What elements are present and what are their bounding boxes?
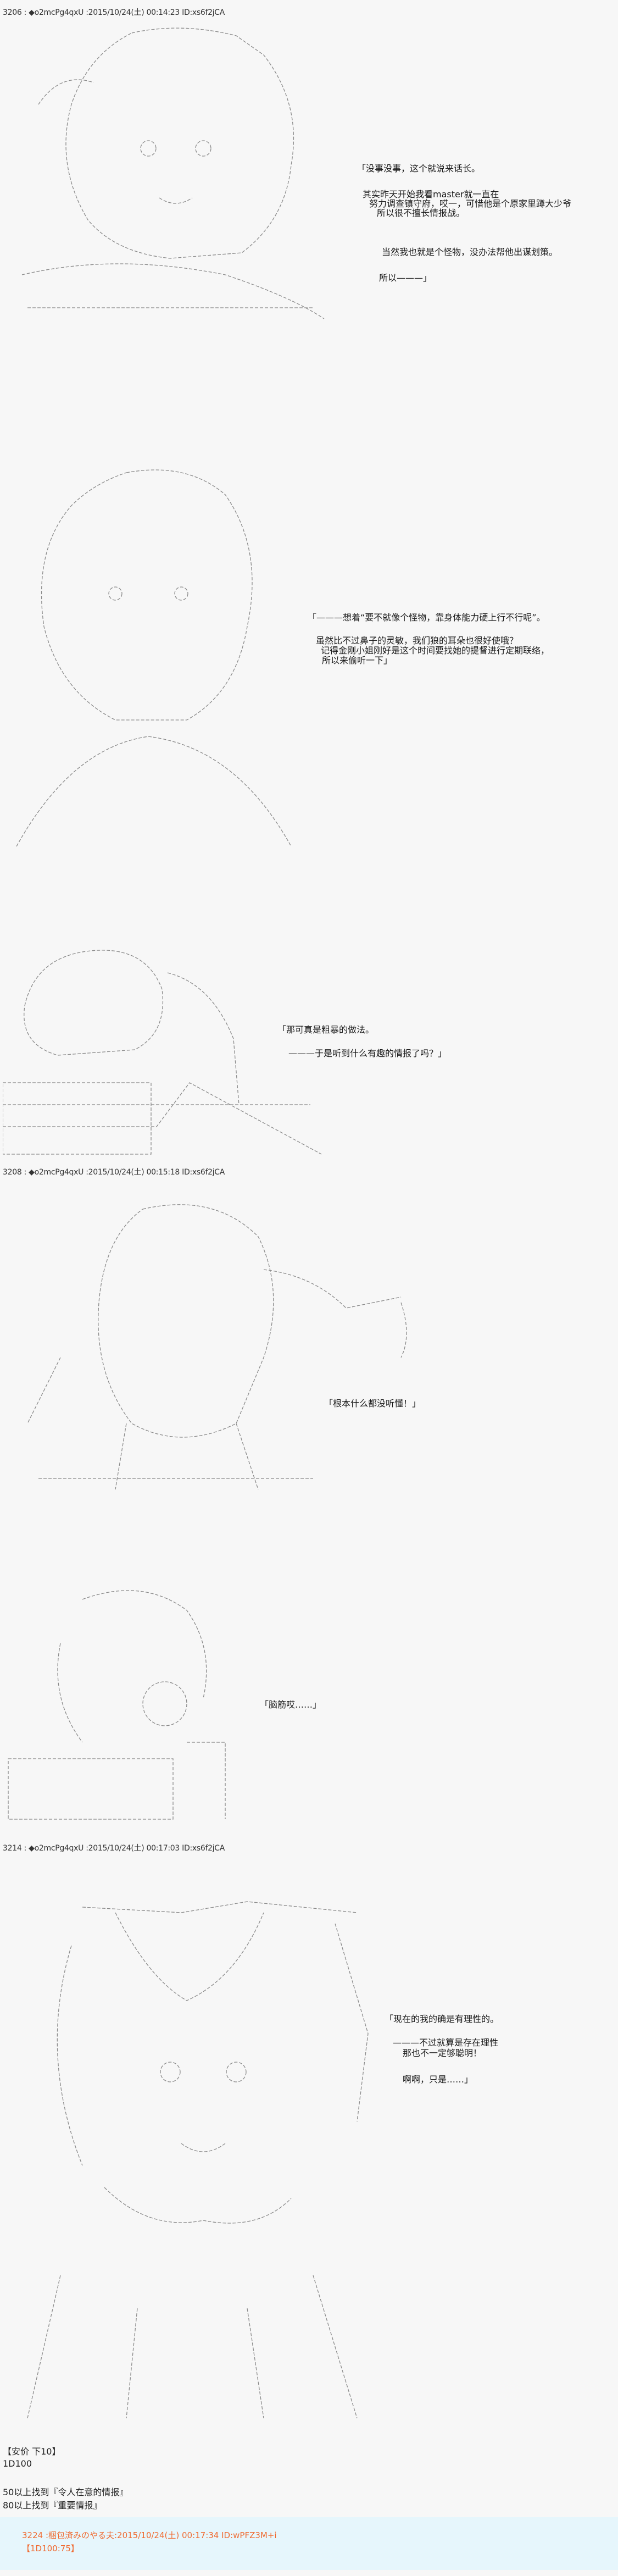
dialogue-line: 「———想着“要不就像个怪物，靠身体能力硬上行不行呢”。 — [308, 612, 545, 623]
dialogue-line: 「脑筋哎……」 — [260, 1699, 322, 1710]
post-header: 3214 : ◆o2mcPg4qxU :2015/10/24(土) 00:17:… — [3, 1844, 225, 1853]
dialogue-line: ———不过就算是存在理性 — [393, 2037, 499, 2048]
anchor-reply — [0, 2517, 618, 2570]
dice-roll: 1D100 — [3, 2458, 32, 2469]
dialogue-line: 「根本什么都没听懂！」 — [324, 1398, 421, 1409]
vote-condition: 50以上找到『令人在意的情报』 — [3, 2487, 129, 2497]
dialogue-line: 当然我也就是个怪物，没办法帮他出谋划策。 — [382, 247, 558, 257]
dialogue-line: 「没事没事，这个就说来话长。 — [357, 163, 481, 174]
ascii-art-character-1 — [5, 22, 346, 330]
dialogue-line: 「现在的我的确是有理性的。 — [385, 2014, 499, 2024]
anchor-reply-header: 3224 :梱包済みのやる夫:2015/10/24(土) 00:17:34 ID… — [22, 2530, 277, 2540]
ascii-art-character-3 — [3, 940, 332, 1160]
ascii-art-character-5 — [5, 1577, 258, 1825]
dialogue-line: ———于是听到什么有趣的情报了吗？」 — [288, 1048, 447, 1059]
dialogue-line: 那也不一定够聪明！ — [403, 2048, 482, 2058]
ascii-art-character-2 — [5, 462, 302, 857]
post-header: 3206 : ◆o2mcPg4qxU :2015/10/24(土) 00:14:… — [3, 8, 225, 17]
dialogue-line: 「那可真是粗暴的做法。 — [277, 1024, 375, 1035]
anchor-reply-body: 【1D100:75】 — [22, 2544, 79, 2553]
dialogue-line: 所以很不擅长情报战。 — [377, 208, 465, 218]
vote-condition: 80以上找到『重要情报』 — [3, 2500, 102, 2511]
dialogue-line: 努力调查镇守府，哎一，可惜他是个原家里蹲大少爷 — [369, 198, 572, 209]
dialogue-line: 其实昨天开始我看master就一直在 — [363, 189, 499, 200]
dialogue-line: 虽然比不过鼻子的灵敏，我们狼的耳朵也很好使哦？ — [316, 635, 519, 646]
post-header: 3208 : ◆o2mcPg4qxU :2015/10/24(土) 00:15:… — [3, 1168, 225, 1177]
dialogue-line: 所以———」 — [379, 273, 432, 283]
ascii-art-character-4 — [5, 1193, 500, 1500]
ascii-art-character-6 — [5, 1891, 379, 2429]
dialogue-line: 啊啊，只是……」 — [403, 2074, 474, 2085]
dialogue-line: 所以来偷听一下」 — [322, 655, 393, 666]
vote-title: 【安价 下10】 — [3, 2446, 61, 2457]
dialogue-line: 记得金刚小姐刚好是这个时间要找她的提督进行定期联络， — [321, 645, 550, 656]
